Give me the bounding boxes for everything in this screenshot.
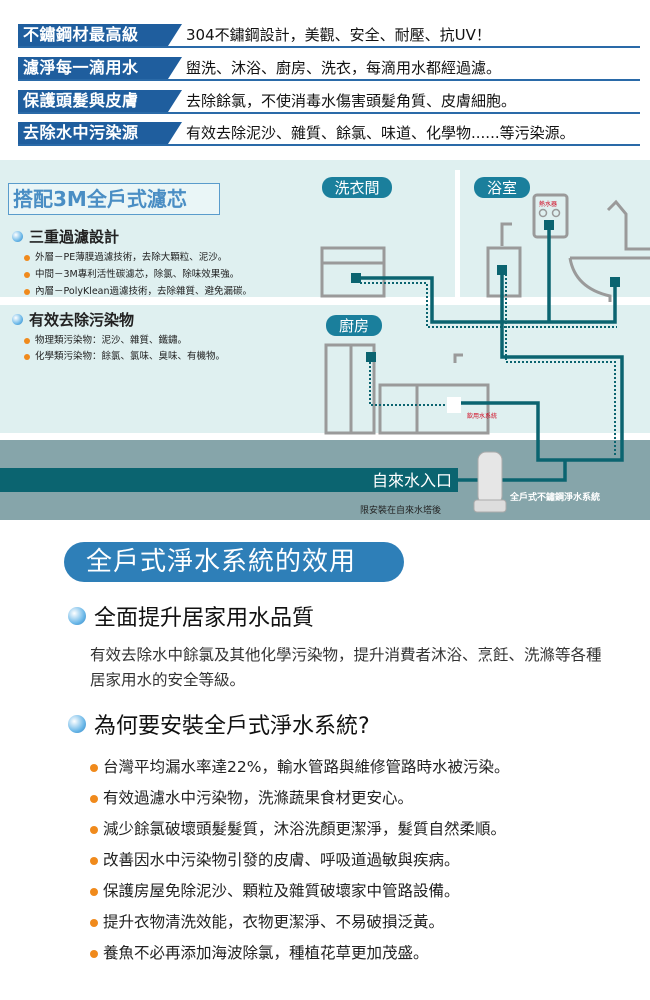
bubble-icon: [12, 231, 23, 242]
inlet-bar: [0, 468, 458, 492]
benefit-item: 台灣平均漏水率達22%，輸水管路與維修管路時水被污染。: [90, 755, 509, 777]
shower-icon: [606, 199, 650, 251]
benefit-heading: 全面提升居家用水品質: [68, 600, 314, 632]
diagram-title: 搭配3M全戶式濾芯: [8, 183, 220, 215]
list-item-text: 化學類污染物：餘氯、氯味、臭味、有機物。: [35, 351, 226, 362]
list-item-text: 內層－PolyKlean過濾技術，去除雜質、避免漏碳。: [35, 286, 253, 297]
benefit-heading-text: 為何要安裝全戶式淨水系統?: [94, 714, 370, 739]
benefit-heading-text: 全面提升居家用水品質: [94, 606, 315, 631]
install-note: 限安裝在自來水塔後: [360, 504, 441, 516]
bullet-icon: [90, 763, 98, 772]
room-kitchen: 廚房: [339, 317, 369, 335]
toilet-icon: [568, 256, 650, 302]
section-heading: 三重過濾設計: [12, 226, 119, 247]
benefit-item-text: 有效過濾水中污染物，洗滌蔬果食材更安心。: [103, 789, 414, 807]
feature-text: 304不鏽鋼設計，美觀、安全、耐壓、抗UV！: [186, 26, 491, 44]
room-bathroom: 浴室: [487, 179, 517, 197]
feature-label: 濾淨每一滴用水: [18, 57, 182, 79]
feature-row: 濾淨每一滴用水盥洗、沐浴、廚房、洗衣，每滴用水都經過濾。: [18, 57, 640, 81]
benefits-title: 全戶式淨水系統的效用: [64, 542, 404, 582]
benefit-item: 提升衣物清洗效能，衣物更潔淨、不易破損泛黃。: [90, 910, 444, 932]
feature-label: 保護頭髮與皮膚: [18, 90, 182, 112]
kitchen-counter-icon: [378, 383, 490, 435]
dotted-pipes: [360, 270, 617, 455]
benefit-item: 有效過濾水中污染物，洗滌蔬果食材更安心。: [90, 786, 413, 808]
feature-label: 去除水中污染源: [18, 122, 182, 144]
section-heading-text: 三重過濾設計: [29, 228, 120, 246]
bullet-icon: [90, 856, 98, 865]
list-item-text: 物理類污染物：泥沙、雜質、鐵鏽。: [35, 335, 188, 346]
list-item: 化學類污染物：餘氯、氯味、臭味、有機物。: [24, 348, 225, 362]
benefit-item: 改善因水中污染物引發的皮膚、呼吸道過敏與疾病。: [90, 848, 460, 870]
benefit-item-text: 台灣平均漏水率達22%，輸水管路與維修管路時水被污染。: [103, 758, 510, 776]
bullet-icon: [24, 353, 30, 360]
heater-label: 熱水器: [539, 200, 557, 208]
list-item-text: 中間－3M專利活性碳濾芯，除氯、除味效果強。: [35, 269, 240, 280]
benefit-item-text: 保護房屋免除泥沙、顆粒及雜質破壞家中管路設備。: [103, 882, 460, 900]
bullet-icon: [24, 254, 30, 261]
feature-row: 去除水中污染源有效去除泥沙、雜質、餘氯、味道、化學物......等污染源。: [18, 122, 640, 146]
bullet-icon: [90, 794, 98, 803]
bubble-icon: [68, 607, 86, 625]
kitchen-faucet-icon: [453, 353, 463, 363]
bubble-icon: [12, 314, 23, 325]
feature-text: 盥洗、沐浴、廚房、洗衣，每滴用水都經過濾。: [186, 59, 502, 77]
bullet-icon: [90, 825, 98, 834]
benefit-item: 減少餘氯破壞頭髮髮質，沐浴洗顏更潔淨，髮質自然柔順。: [90, 817, 506, 839]
list-item: 內層－PolyKlean過濾技術，去除雜質、避免漏碳。: [24, 283, 252, 297]
list-item: 外層－PE薄膜過濾技術，去除大顆粒、泥沙。: [24, 249, 227, 263]
bullet-icon: [90, 949, 98, 958]
filter-tank-icon: [477, 451, 503, 505]
feature-text: 有效去除泥沙、雜質、餘氯、味道、化學物......等污染源。: [186, 124, 575, 142]
plumbing-diagram: 自來水入口 全戶式不鏽鋼淨水系統 限安裝在自來水塔後 熱水器 飲用水系統 洗衣間…: [0, 160, 650, 520]
bullet-icon: [24, 337, 30, 344]
section-heading-text: 有效去除污染物: [29, 311, 135, 329]
bubble-icon: [68, 715, 86, 733]
drinking-label: 飲用水系統: [467, 412, 497, 420]
feature-label: 不鏽鋼材最高級: [18, 24, 182, 46]
washing-machine-icon: [320, 246, 386, 298]
list-item-text: 外層－PE薄膜過濾技術，去除大顆粒、泥沙。: [35, 252, 228, 263]
feature-row: 保護頭髮與皮膚去除餘氯，不使消毒水傷害頭髮角質、皮膚細胞。: [18, 90, 640, 114]
bullet-icon: [24, 271, 30, 278]
benefit-item: 保護房屋免除泥沙、顆粒及雜質破壞家中管路設備。: [90, 879, 460, 901]
benefit-paragraph: 有效去除水中餘氯及其他化學污染物，提升消費者沐浴、烹飪、洗滌等各種居家用水的安全…: [90, 646, 602, 689]
drinking-filter-icon: [447, 397, 461, 413]
benefit-item: 養魚不必再添加海波除氯，種植花草更加茂盛。: [90, 941, 429, 963]
list-item: 物理類污染物：泥沙、雜質、鐵鏽。: [24, 332, 187, 346]
feature-text: 去除餘氯，不使消毒水傷害頭髮角質、皮膚細胞。: [186, 92, 517, 110]
faucet-icon: [500, 222, 512, 246]
benefit-heading: 為何要安裝全戶式淨水系統?: [68, 708, 370, 740]
benefit-item-text: 提升衣物清洗效能，衣物更潔淨、不易破損泛黃。: [103, 913, 445, 931]
system-label: 全戶式不鏽鋼淨水系統: [509, 491, 600, 503]
bullet-icon: [90, 887, 98, 896]
list-item: 中間－3M專利活性碳濾芯，除氯、除味效果強。: [24, 266, 239, 280]
section-heading: 有效去除污染物: [12, 309, 134, 330]
benefit-item-text: 改善因水中污染物引發的皮膚、呼吸道過敏與疾病。: [103, 851, 460, 869]
room-laundry: 洗衣間: [334, 179, 379, 197]
inlet-label: 自來水入口: [372, 471, 452, 490]
sink-cabinet-icon: [486, 246, 522, 298]
benefit-item-text: 減少餘氯破壞頭髮髮質，沐浴洗顏更潔淨，髮質自然柔順。: [103, 820, 507, 838]
bullet-icon: [90, 918, 98, 927]
bullet-icon: [24, 288, 30, 295]
benefit-item-text: 養魚不必再添加海波除氯，種植花草更加茂盛。: [103, 944, 429, 962]
